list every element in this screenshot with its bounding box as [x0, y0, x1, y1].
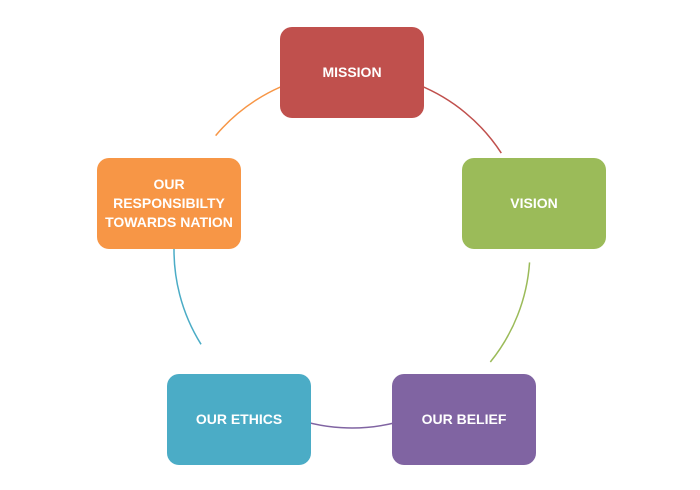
connector-vision-to-belief — [489, 262, 531, 363]
node-mission: MISSION — [280, 27, 424, 118]
connector-mission-to-vision — [418, 84, 502, 154]
connector-ethics-to-responsibility — [173, 240, 202, 345]
node-our-ethics: OUR ETHICS — [167, 374, 311, 465]
node-our-responsibility: OUR RESPONSIBILTY TOWARDS NATION — [97, 158, 241, 249]
node-vision: VISION — [462, 158, 606, 249]
node-our-belief: OUR BELIEF — [392, 374, 536, 465]
